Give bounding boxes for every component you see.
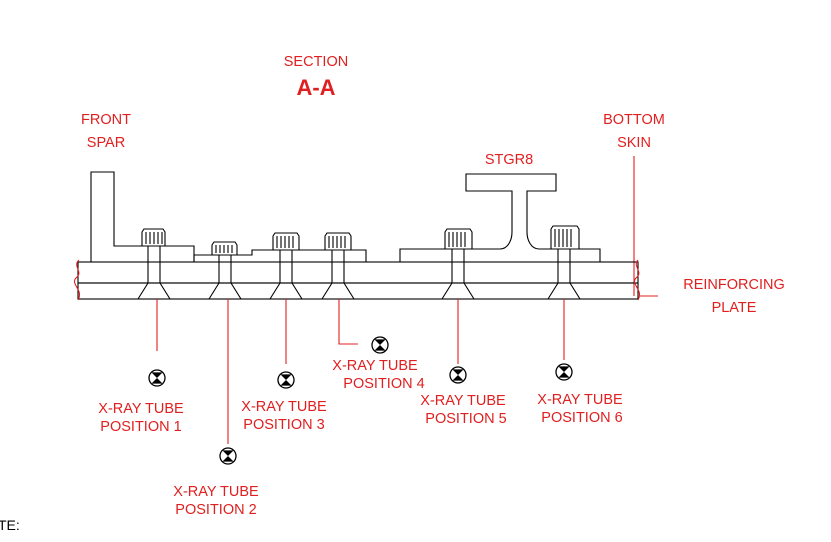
stringer-stgr8 xyxy=(399,173,601,262)
svg-text:POSITION 1: POSITION 1 xyxy=(100,419,181,435)
svg-text:SKIN: SKIN xyxy=(617,135,651,151)
fastener-4 xyxy=(321,232,355,300)
xray-tube-3-icon xyxy=(277,371,295,389)
xray-tube-5-label: X-RAY TUBE POSITION 5 xyxy=(420,393,506,427)
bottom-skin xyxy=(77,261,639,284)
xray-tube-4-icon xyxy=(371,336,389,354)
svg-text:POSITION 6: POSITION 6 xyxy=(541,410,622,426)
svg-text:SPAR: SPAR xyxy=(87,135,125,151)
svg-text:X-RAY TUBE: X-RAY TUBE xyxy=(332,358,418,374)
xray-tube-6-icon xyxy=(555,363,573,381)
section-label: SECTION xyxy=(284,54,348,70)
reinforcing-plate xyxy=(77,282,639,300)
svg-text:X-RAY TUBE: X-RAY TUBE xyxy=(173,484,259,500)
xray-tube-1-icon xyxy=(148,369,166,387)
stringer-label: STGR8 xyxy=(485,152,533,168)
fastener-6 xyxy=(547,225,581,300)
xray-tube-1-label: X-RAY TUBE POSITION 1 xyxy=(98,401,184,435)
reinforcing-plate-label: REINFORCING PLATE xyxy=(683,277,785,316)
svg-text:X-RAY TUBE: X-RAY TUBE xyxy=(241,399,327,415)
svg-text:PLATE: PLATE xyxy=(712,300,757,316)
xray-tube-2-label: X-RAY TUBE POSITION 2 xyxy=(173,484,259,518)
break-symbol-right xyxy=(634,259,640,301)
fastener-2 xyxy=(208,241,242,300)
front-spar xyxy=(90,171,195,262)
xray-tube-3-label: X-RAY TUBE POSITION 3 xyxy=(241,399,327,433)
bottom-skin-label: BOTTOM SKIN xyxy=(603,112,665,151)
svg-text:REINFORCING: REINFORCING xyxy=(683,277,785,293)
svg-text:POSITION 4: POSITION 4 xyxy=(343,376,424,392)
fastener-1 xyxy=(137,228,171,300)
svg-text:POSITION 2: POSITION 2 xyxy=(175,502,256,518)
front-spar-label: FRONT SPAR xyxy=(81,112,131,151)
tube-4-leader xyxy=(338,299,358,345)
svg-text:X-RAY TUBE: X-RAY TUBE xyxy=(420,393,506,409)
section-id: A-A xyxy=(296,75,335,100)
svg-text:X-RAY TUBE: X-RAY TUBE xyxy=(98,401,184,417)
svg-text:BOTTOM: BOTTOM xyxy=(603,112,665,128)
svg-text:FRONT: FRONT xyxy=(81,112,131,128)
xray-tube-6-label: X-RAY TUBE POSITION 6 xyxy=(537,392,623,426)
fastener-5 xyxy=(441,228,475,300)
xray-tube-4-label: X-RAY TUBE POSITION 4 xyxy=(332,358,424,392)
xray-tube-2-icon xyxy=(219,447,237,465)
fastener-3 xyxy=(269,232,303,300)
svg-text:POSITION 3: POSITION 3 xyxy=(243,417,324,433)
svg-text:POSITION 5: POSITION 5 xyxy=(425,411,506,427)
note-label: TE: xyxy=(0,517,20,533)
break-symbol-left xyxy=(74,259,80,301)
svg-text:X-RAY TUBE: X-RAY TUBE xyxy=(537,392,623,408)
xray-tube-5-icon xyxy=(449,366,467,384)
